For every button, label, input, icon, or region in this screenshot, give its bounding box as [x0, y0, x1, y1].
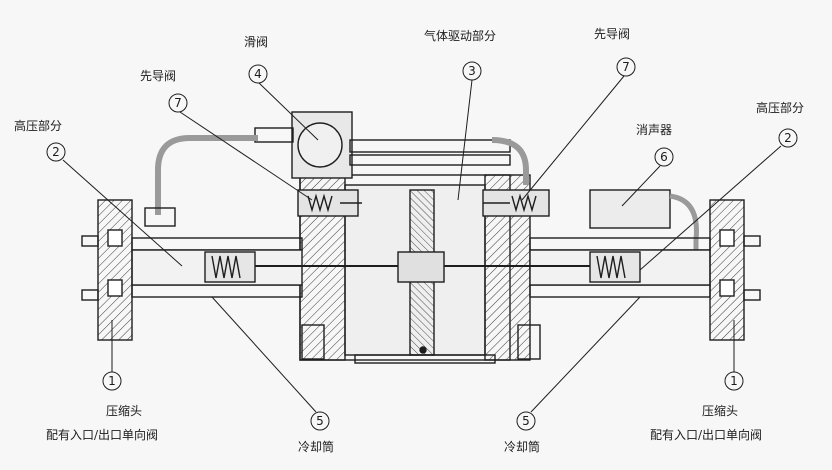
right-cooling-tube-top	[529, 237, 711, 251]
callout-4-circle	[248, 64, 268, 84]
label-gas-drive: 气体驱动部分	[424, 28, 496, 43]
right-drive-pipe	[491, 137, 529, 185]
left-head-bolt-2	[81, 289, 99, 301]
left-mount-foot	[301, 324, 325, 360]
leader-2-left	[62, 159, 183, 267]
callout-3-circle	[462, 61, 482, 81]
slide-valve-fitting	[254, 127, 294, 143]
callout-2-left: 2	[52, 145, 60, 159]
leader-5-right	[530, 296, 641, 413]
top-manifold-upper	[349, 139, 511, 153]
label-pilot-valve-left: 先导阀	[140, 69, 176, 83]
callout-1-left: 1	[108, 374, 116, 388]
muffler-pipe	[669, 193, 699, 250]
label-compression-head-right: 压缩头	[702, 403, 738, 418]
left-outlet-check-valve	[107, 279, 123, 297]
callout-2-right: 2	[784, 131, 792, 145]
leader-7-left	[179, 111, 313, 201]
callout-1-right-circle	[724, 371, 744, 391]
left-cooling-tube-bottom	[131, 284, 303, 298]
callout-5-right-circle	[516, 411, 536, 431]
right-inlet-check-valve	[719, 229, 735, 247]
right-compression-head	[709, 199, 745, 341]
label-pilot-valve-right: 先导阀	[594, 27, 630, 41]
right-mount-foot	[517, 324, 541, 360]
left-compression-head	[97, 199, 133, 341]
callout-1-right: 1	[730, 374, 738, 388]
right-check-spring	[596, 255, 626, 279]
leader-4	[257, 81, 319, 141]
cylinder-base	[354, 354, 496, 364]
top-manifold-lower	[349, 154, 511, 166]
label-high-pressure-right: 高压部分	[756, 100, 804, 115]
callout-3: 3	[468, 64, 476, 78]
drain-plug	[419, 346, 427, 354]
left-check-spring	[211, 255, 241, 279]
label-cooling-tube-left: 冷却筒	[298, 439, 334, 454]
label-slide-valve: 滑阀	[244, 35, 268, 49]
left-head-bolt-1	[81, 235, 99, 247]
label-compression-head-left: 压缩头	[106, 403, 142, 418]
right-pilot-spring	[511, 193, 537, 213]
callout-2-right-circle	[778, 128, 798, 148]
leader-6	[621, 165, 661, 207]
right-cooling-tube-bottom	[529, 284, 711, 298]
callout-5-left-circle	[310, 411, 330, 431]
label-cooling-tube-right: 冷却筒	[504, 439, 540, 454]
left-pilot-spring	[307, 193, 333, 213]
label-high-pressure-left: 高压部分	[14, 118, 62, 133]
rod-coupling	[397, 251, 445, 283]
callout-4: 4	[254, 67, 262, 81]
slide-valve-spool	[297, 122, 343, 168]
leader-3	[457, 79, 473, 201]
left-pipe-fitting	[144, 207, 176, 227]
label-compression-head-left-sub: 配有入口/出口单向阀	[46, 427, 158, 442]
callout-7-left-circle	[168, 93, 188, 113]
callout-7-left: 7	[174, 96, 182, 110]
right-outlet-check-valve	[719, 279, 735, 297]
right-head-bolt-1	[743, 235, 761, 247]
left-air-pipe	[155, 135, 258, 215]
callout-5-right: 5	[522, 414, 530, 428]
callout-5-left: 5	[316, 414, 324, 428]
label-muffler: 消声器	[636, 123, 672, 137]
callout-7-right: 7	[622, 60, 630, 74]
callout-2-left-circle	[46, 142, 66, 162]
leader-5-left	[211, 296, 317, 413]
leader-2-right	[639, 145, 782, 271]
callout-7-right-circle	[616, 57, 636, 77]
callout-6-circle	[654, 147, 674, 167]
left-inlet-check-valve	[107, 229, 123, 247]
label-compression-head-right-sub: 配有入口/出口单向阀	[650, 427, 762, 442]
muffler-body	[589, 189, 671, 229]
callout-1-left-circle	[102, 371, 122, 391]
callout-6: 6	[660, 150, 668, 164]
right-head-bolt-2	[743, 289, 761, 301]
leader-7-right	[521, 75, 625, 201]
